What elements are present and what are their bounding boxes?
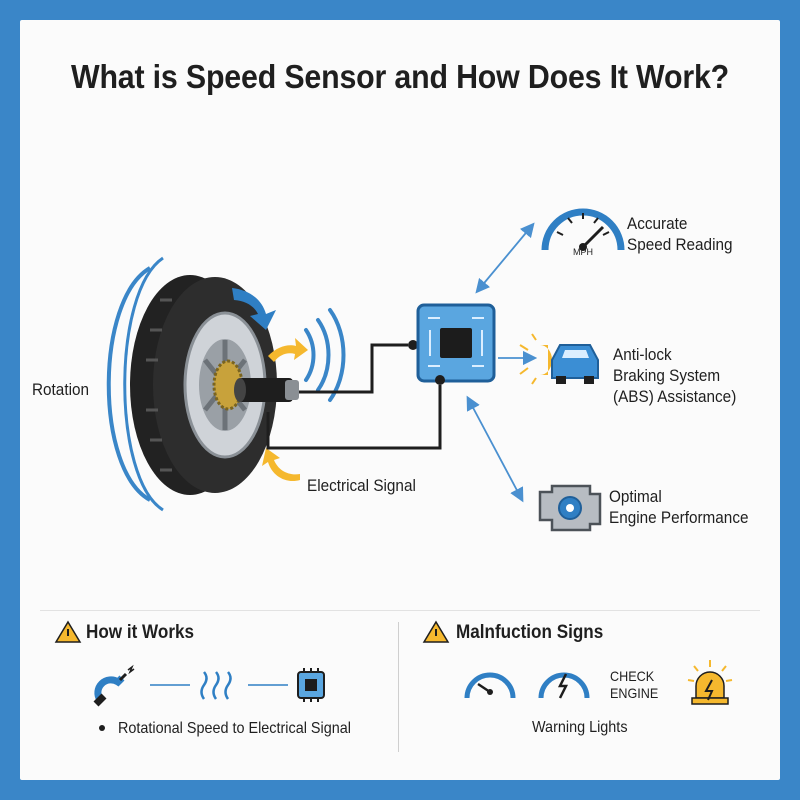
connector-icon: [408, 340, 418, 350]
check-engine-label: CHECK ENGINE: [610, 668, 659, 701]
abs-car-icon: [519, 333, 599, 385]
arrow-to-speed: [475, 222, 535, 294]
page-title: What is Speed Sensor and How Does It Wor…: [70, 58, 730, 95]
signal-arrow-top-icon: [268, 338, 308, 362]
waves-icon: [200, 671, 232, 700]
ecu-port-icon: [435, 375, 445, 385]
warning-lights-caption: Warning Lights: [532, 719, 628, 736]
rotation-arrow-icon: [232, 288, 276, 330]
arrow-to-engine: [466, 395, 524, 503]
ecu-chip-icon: [416, 303, 496, 383]
fault-gauge-icon: [538, 672, 590, 699]
wheel-icon: [130, 275, 277, 495]
rotation-arcs-icon: [106, 256, 164, 512]
how-it-works-bullet: Rotational Speed to Electrical Signal: [118, 720, 351, 737]
magnet-icon: [93, 664, 135, 707]
how-it-works-heading: How it Works: [86, 622, 194, 643]
engine-icon: [538, 484, 602, 532]
speedometer-icon: MPH: [541, 208, 625, 257]
gauge-icon: [464, 672, 516, 699]
chip-icon: [297, 668, 325, 702]
warning-triangle-icon: [422, 620, 450, 643]
electrical-signal-label: Electrical Signal: [307, 476, 416, 495]
rotation-label: Rotation: [32, 380, 89, 399]
output-engine-performance: Optimal Engine Performance: [609, 487, 749, 527]
signal-waves-icon: [304, 308, 346, 402]
output-abs-assistance: Anti-lock Braking System (ABS) Assistanc…: [613, 345, 737, 406]
sensor-probe-icon: [234, 378, 299, 402]
warning-triangle-icon: [54, 620, 82, 643]
section-divider: [40, 610, 760, 611]
warning-light-icon: [687, 660, 733, 705]
wiring: [266, 343, 442, 450]
output-speed-reading: Accurate Speed Reading: [627, 214, 733, 254]
column-divider: [398, 622, 399, 752]
signal-arrow-bottom-icon: [262, 448, 300, 482]
malfunction-heading: Malnfuction Signs: [456, 622, 604, 643]
bullet-dot: [99, 725, 105, 731]
speedometer-unit: MPH: [573, 247, 593, 257]
